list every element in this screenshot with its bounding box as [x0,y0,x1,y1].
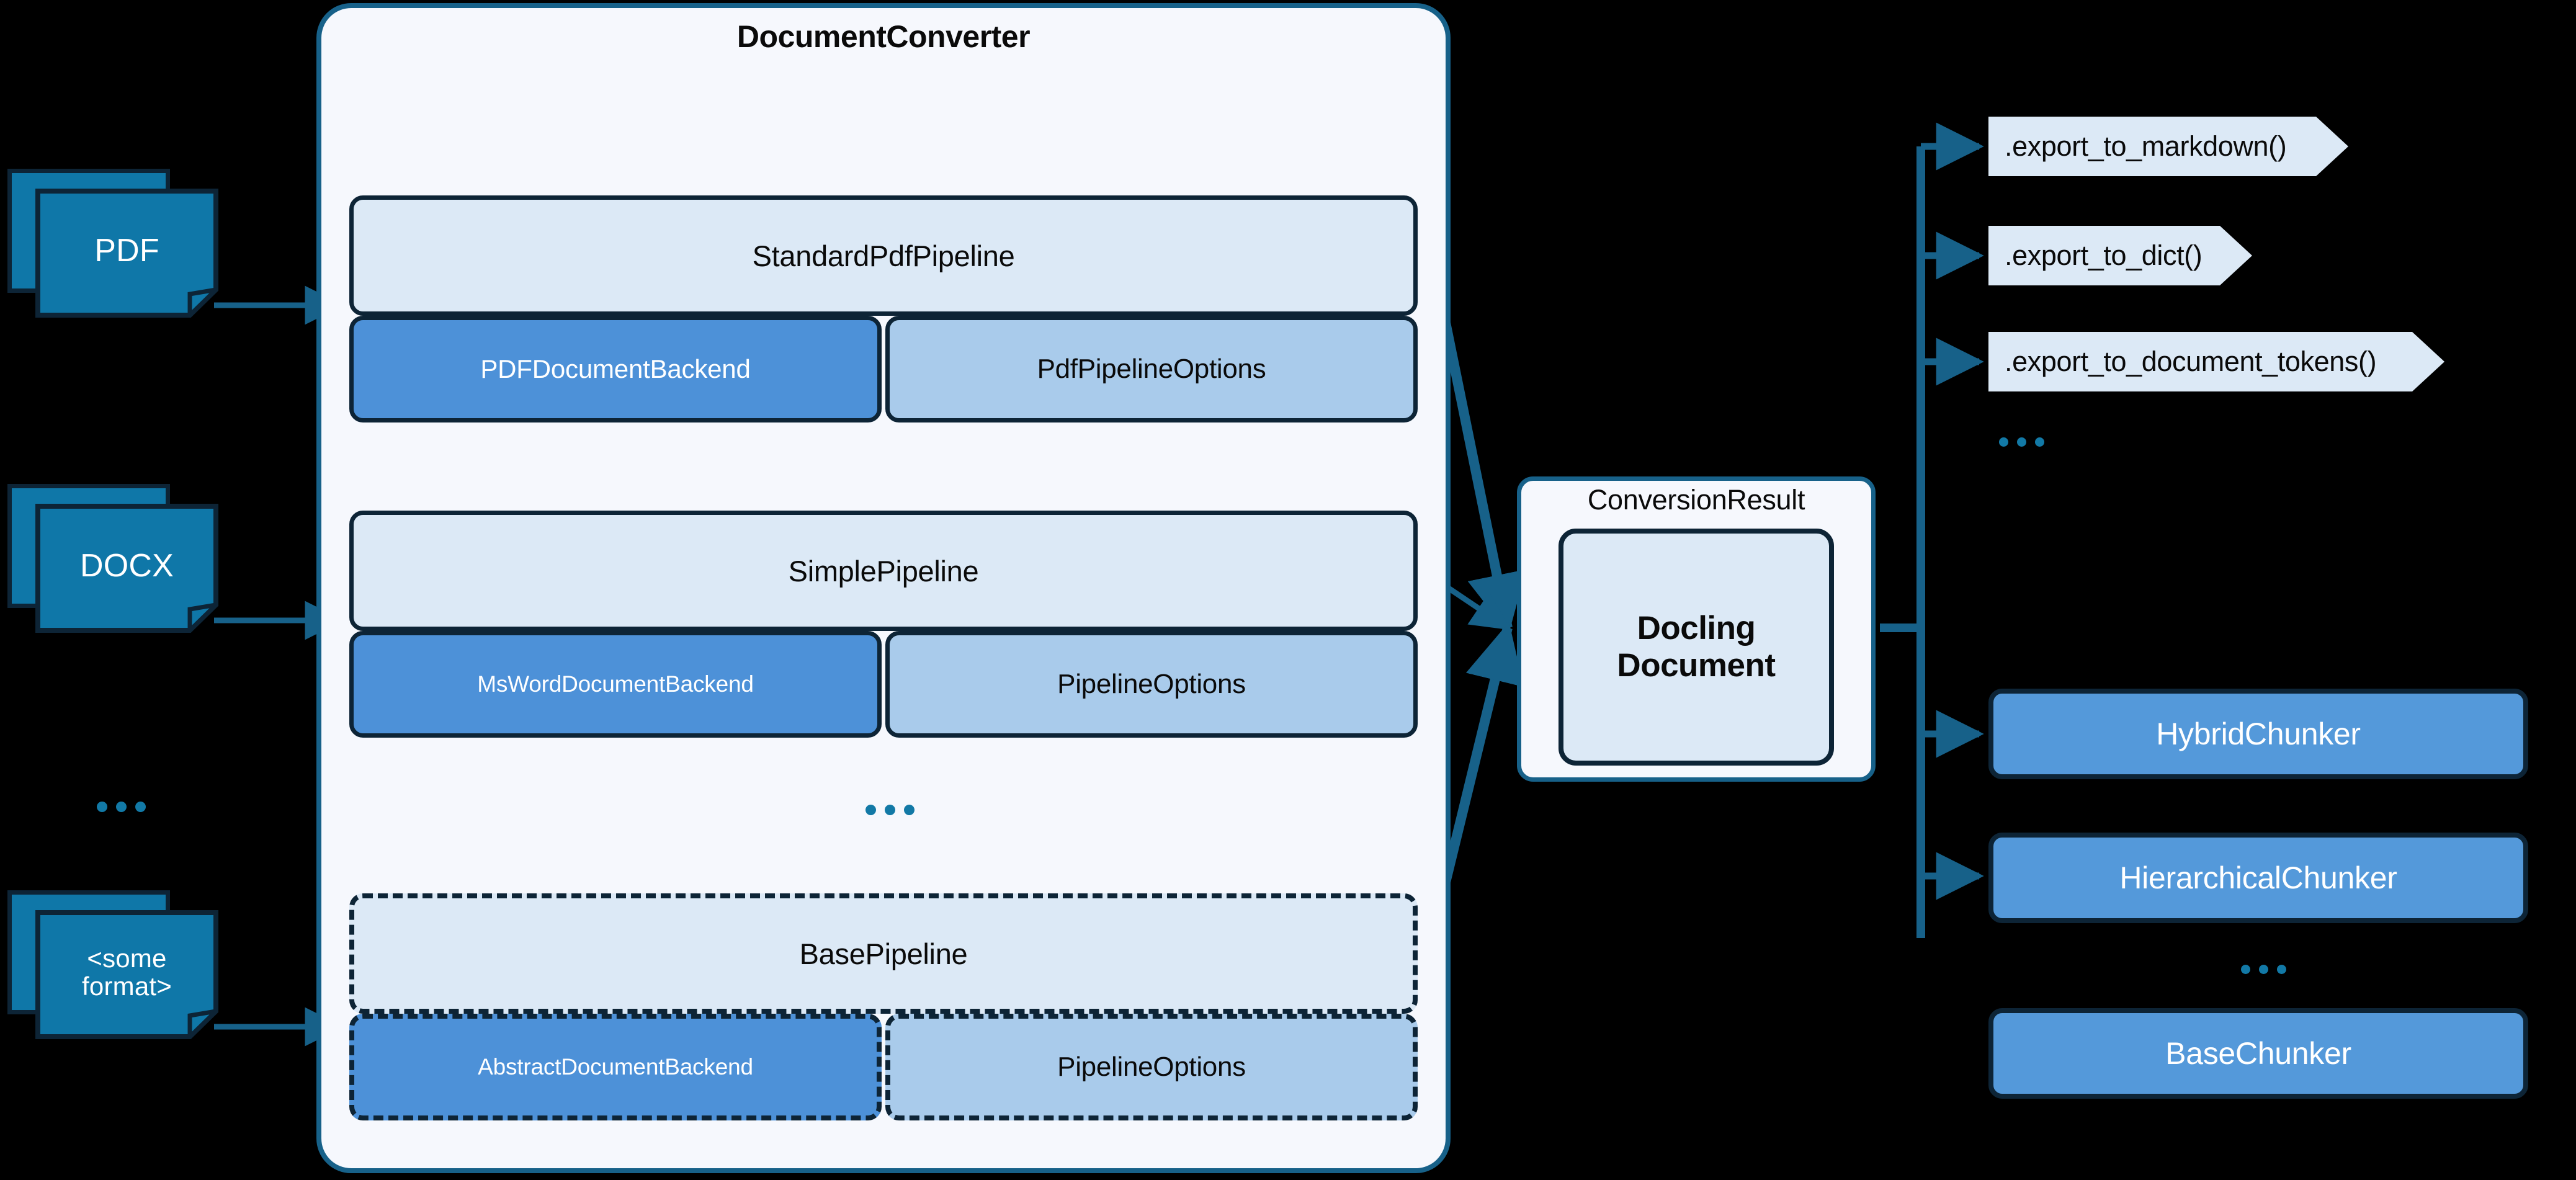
export-method-label: .export_to_markdown() [2005,130,2287,162]
page-title: DocumentConverter [736,19,1031,54]
chunker-base[interactable]: BaseChunker [1988,1008,2528,1099]
chunker-hybrid[interactable]: HybridChunker [1988,689,2528,779]
exports-ellipsis [1999,437,2044,447]
export-method-dict[interactable]: .export_to_dict() [1988,226,2252,285]
pipeline-standard-pdf-header[interactable]: StandardPdfPipeline [349,195,1418,316]
input-ellipsis [97,802,146,812]
options-pipeline-base[interactable]: PipelineOptions [885,1014,1418,1120]
chunker-hierarchical[interactable]: HierarchicalChunker [1988,833,2528,923]
options-pipeline[interactable]: PipelineOptions [885,631,1418,738]
doc-front-sheet [35,189,218,318]
export-method-document-tokens[interactable]: .export_to_document_tokens() [1988,332,2444,391]
input-document-docx[interactable]: DOCX [7,484,218,633]
doc-front-sheet [35,504,218,633]
pipeline-simple-header[interactable]: SimplePipeline [349,511,1418,631]
options-pdf-pipeline[interactable]: PdfPipelineOptions [885,316,1418,422]
doc-front-sheet [35,910,218,1039]
input-document-pdf[interactable]: PDF [7,169,218,318]
docling-document-box[interactable]: Docling Document [1559,529,1834,766]
export-method-label: .export_to_document_tokens() [2005,346,2377,377]
backend-abstract-document[interactable]: AbstractDocumentBackend [349,1014,882,1120]
converter-ellipsis [865,805,915,815]
conversion-result-label: ConversionResult [1587,484,1805,516]
backend-msword-document[interactable]: MsWordDocumentBackend [349,631,882,738]
input-document-other-format[interactable]: <some format> [7,890,218,1039]
export-method-markdown[interactable]: .export_to_markdown() [1988,117,2348,176]
backend-pdf-document[interactable]: PDFDocumentBackend [349,316,882,422]
pipeline-base-header[interactable]: BasePipeline [349,893,1418,1014]
chunkers-ellipsis [2241,965,2286,974]
export-method-label: .export_to_dict() [2005,239,2203,271]
